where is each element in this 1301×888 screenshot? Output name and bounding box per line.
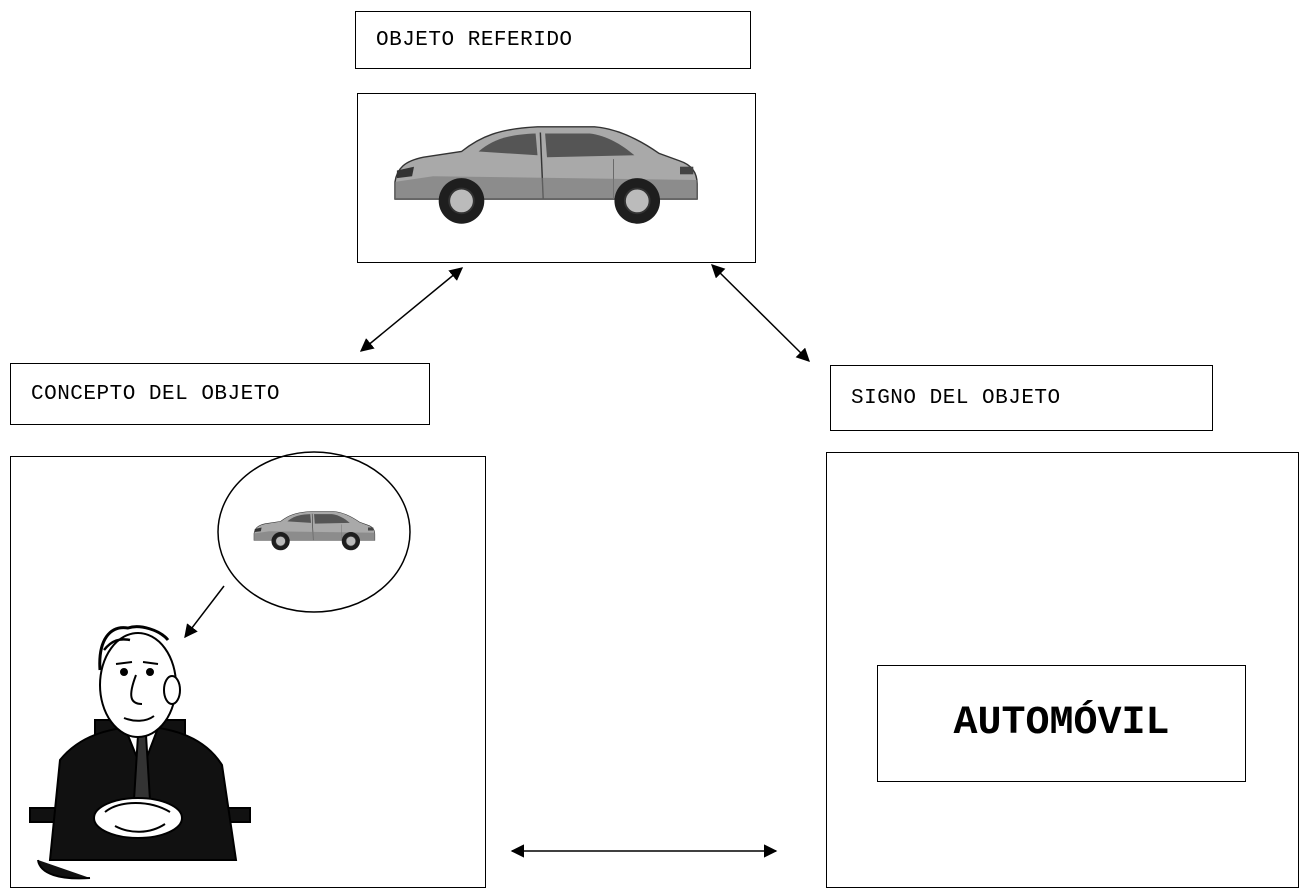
label-concepto-del-objeto-text: CONCEPTO DEL OBJETO bbox=[31, 382, 280, 406]
arrow-thought-person bbox=[184, 585, 225, 639]
object-frame bbox=[357, 93, 756, 263]
sign-word-box: AUTOMÓVIL bbox=[877, 665, 1246, 782]
label-signo-del-objeto: SIGNO DEL OBJETO bbox=[830, 365, 1213, 431]
sign-frame: AUTOMÓVIL bbox=[826, 452, 1299, 888]
sign-word: AUTOMÓVIL bbox=[953, 701, 1170, 746]
label-concepto-del-objeto: CONCEPTO DEL OBJETO bbox=[10, 363, 430, 425]
person-figure bbox=[29, 625, 251, 880]
arrow-object-concept bbox=[359, 267, 464, 352]
arrow-object-sign bbox=[711, 264, 810, 362]
label-objeto-referido-text: OBJETO REFERIDO bbox=[376, 28, 573, 52]
label-signo-del-objeto-text: SIGNO DEL OBJETO bbox=[851, 386, 1061, 410]
label-objeto-referido: OBJETO REFERIDO bbox=[355, 11, 751, 69]
concept-frame bbox=[10, 456, 486, 888]
